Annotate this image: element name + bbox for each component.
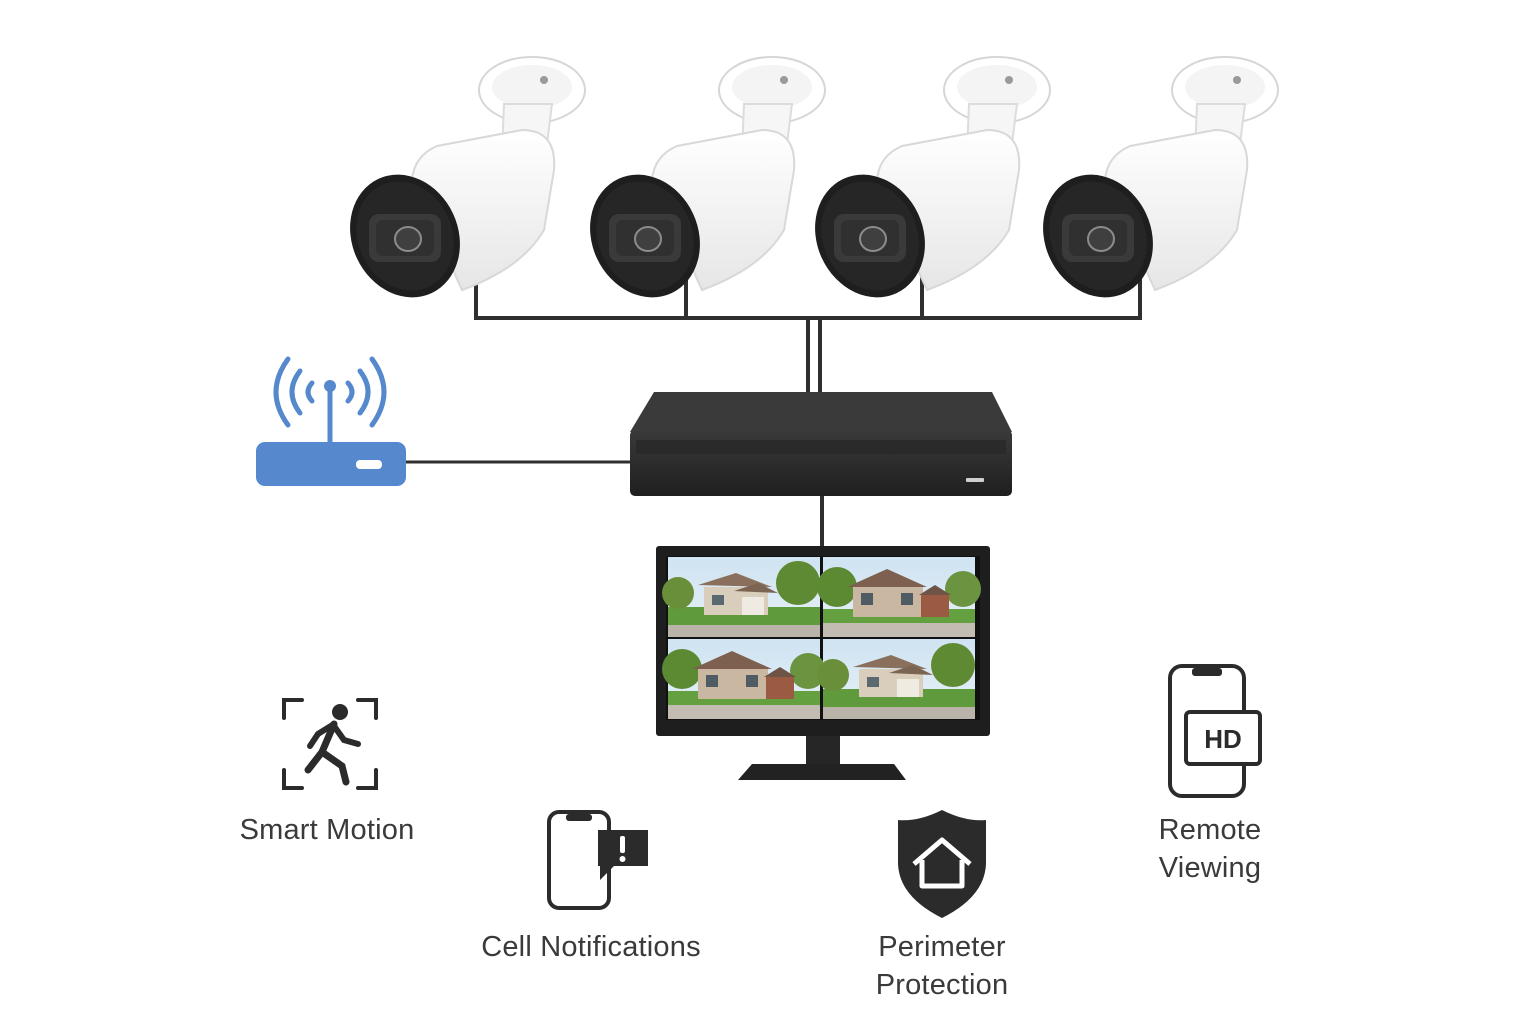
smart-motion-label: Smart Motion <box>207 811 447 849</box>
monitor <box>656 546 990 780</box>
security-camera-4 <box>1023 57 1278 315</box>
remote-viewing-line-2: Viewing <box>1110 849 1310 887</box>
cell-notifications-text: Cell Notifications <box>481 931 701 963</box>
camera-feed-4 <box>817 639 975 719</box>
camera-cables <box>476 252 1140 392</box>
camera-feed-3 <box>662 639 826 719</box>
phone-hd-icon: HD <box>1170 666 1260 796</box>
perimeter-protection-line-1: Perimeter <box>830 928 1054 966</box>
smart-motion-text: Smart Motion <box>240 814 415 846</box>
camera-feed-2 <box>817 557 981 637</box>
security-camera-3 <box>795 57 1050 315</box>
remote-viewing-line-1: Remote <box>1110 811 1310 849</box>
camera-feed-1 <box>662 557 820 637</box>
security-camera-2 <box>570 57 825 315</box>
hd-badge: HD <box>1204 724 1242 754</box>
wifi-router-icon <box>256 359 406 486</box>
phone-alert-icon <box>549 812 648 908</box>
nvr-recorder <box>630 392 1012 496</box>
perimeter-protection-line-2: Protection <box>830 966 1054 1004</box>
shield-home-icon <box>898 810 986 918</box>
person-motion-icon <box>284 700 376 788</box>
security-camera-1 <box>330 57 585 315</box>
cell-notifications-label: Cell Notifications <box>440 928 742 966</box>
remote-viewing-label: Remote Viewing <box>1110 811 1310 887</box>
perimeter-protection-label: Perimeter Protection <box>830 928 1054 1004</box>
